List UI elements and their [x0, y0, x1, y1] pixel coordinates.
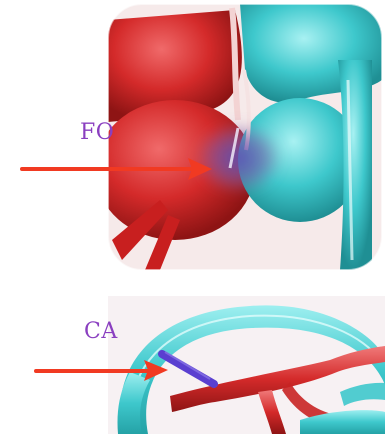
label-ca: CA: [84, 321, 118, 343]
label-fo: FO: [80, 122, 114, 144]
arrow-right-icon: [36, 360, 168, 381]
heart-illustration-top: [95, 4, 382, 270]
